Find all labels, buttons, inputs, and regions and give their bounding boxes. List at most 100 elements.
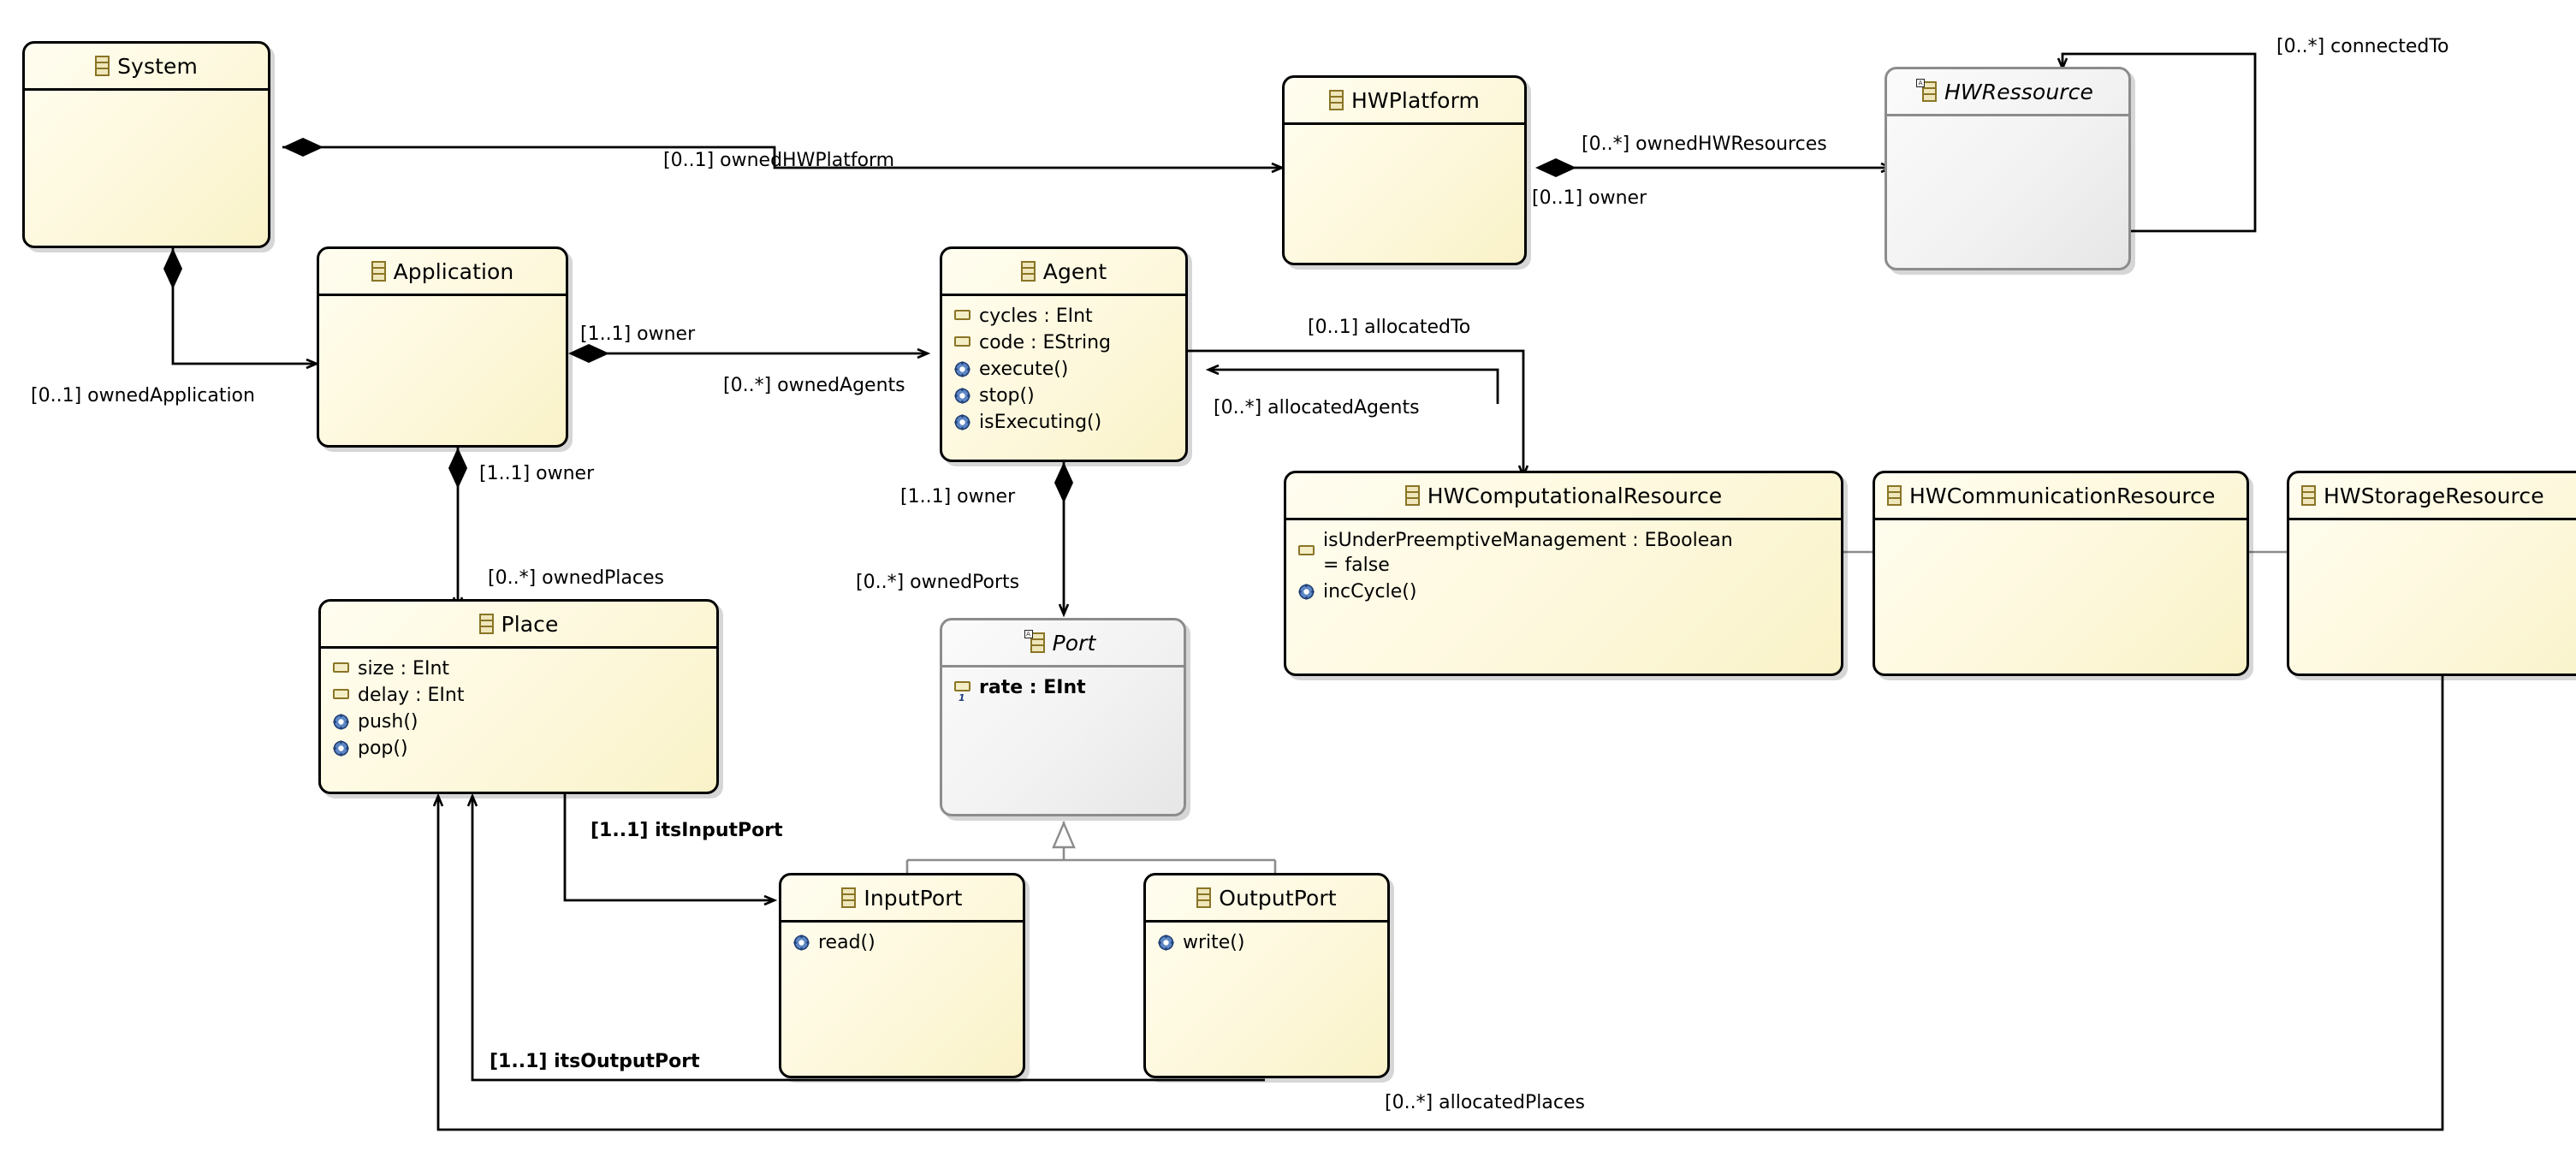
edge-label-owned-ports: [0..*] ownedPorts	[856, 572, 1020, 593]
class-box-place[interactable]: Place size : EInt delay : EInt push()	[318, 599, 719, 794]
edge-label-app-owner: [1..1] owner	[580, 323, 696, 345]
attribute-icon	[1298, 545, 1315, 555]
operation-icon	[793, 935, 810, 951]
edge-label-connected-to: [0..*] connectedTo	[2276, 36, 2449, 57]
edge-label-allocated-to: [0..1] allocatedTo	[1308, 317, 1471, 338]
class-body-inputport: read()	[781, 923, 1023, 956]
attribute-icon	[333, 689, 349, 700]
attribute-declaration: isUnderPreemptiveManagement : EBoolean	[1323, 530, 1733, 551]
class-box-application[interactable]: Application	[317, 246, 568, 448]
abstract-marker-icon: A	[1024, 630, 1033, 638]
class-box-hwplatform[interactable]: HWPlatform	[1282, 75, 1527, 265]
attribute-row: cycles : EInt	[942, 303, 1185, 329]
attribute-icon	[954, 310, 970, 320]
class-header-place: Place	[321, 602, 716, 649]
class-header-agent: Agent	[942, 249, 1185, 296]
attribute-row: code : EString	[942, 329, 1185, 356]
class-body-hwplatform	[1285, 125, 1524, 132]
attribute-row: isUnderPreemptiveManagement : EBoolean =…	[1286, 527, 1841, 579]
edge-label-port-owner: [1..1] owner	[900, 486, 1016, 507]
operation-icon	[954, 414, 970, 430]
class-icon	[1196, 887, 1212, 908]
class-box-agent[interactable]: Agent cycles : EInt code : EString execu…	[940, 246, 1188, 462]
operation-row: write()	[1146, 929, 1387, 956]
attribute-row: size : EInt	[321, 656, 716, 682]
class-name: HWStorageResource	[2324, 483, 2544, 508]
class-icon: A	[1024, 630, 1045, 653]
attribute-text: isUnderPreemptiveManagement : EBoolean =…	[1323, 528, 1733, 578]
edge-label-allocated-agents: [0..*] allocatedAgents	[1214, 397, 1420, 418]
class-body-hwstorageresource	[2289, 520, 2576, 527]
class-header-inputport: InputPort	[781, 875, 1023, 923]
class-box-port[interactable]: A Port 1 rate : EInt	[940, 618, 1186, 816]
operation-icon	[1158, 935, 1174, 951]
class-header-hwcomputationalresource: HWComputationalResource	[1286, 473, 1841, 520]
edge-label-owned-hw-platform: [0..1] ownedHWPlatform	[663, 150, 895, 171]
class-name: HWPlatform	[1351, 87, 1480, 113]
class-icon: A	[1916, 79, 1938, 102]
multiplicity-subscript: 1	[959, 692, 965, 703]
edge-application-agent	[568, 344, 928, 363]
class-box-hwcomputationalresource[interactable]: HWComputationalResource isUnderPreemptiv…	[1284, 471, 1843, 676]
class-header-hwressource: A HWRessource	[1887, 69, 2128, 116]
class-body-place: size : EInt delay : EInt push() pop()	[321, 649, 716, 762]
class-name: Place	[501, 611, 559, 637]
operation-row: push()	[321, 709, 716, 735]
attribute-icon: 1	[954, 681, 970, 703]
operation-row: isExecuting()	[942, 409, 1185, 436]
class-name: InputPort	[864, 885, 963, 911]
class-body-port: 1 rate : EInt	[942, 668, 1184, 703]
class-box-system[interactable]: System	[22, 41, 270, 248]
edge-place-inputport	[563, 792, 775, 900]
attribute-row: delay : EInt	[321, 682, 716, 709]
class-icon	[2301, 485, 2316, 506]
class-name: HWRessource	[1944, 79, 2093, 104]
operation-row: incCycle()	[1286, 579, 1841, 605]
edge-agent-port	[1054, 462, 1073, 614]
class-box-inputport[interactable]: InputPort read()	[779, 873, 1025, 1078]
class-icon	[478, 614, 494, 634]
class-icon	[1887, 485, 1902, 506]
operation-row: execute()	[942, 356, 1185, 383]
class-header-hwplatform: HWPlatform	[1285, 78, 1524, 125]
class-name: Agent	[1042, 258, 1107, 284]
class-icon	[95, 56, 110, 76]
class-body-system	[25, 91, 268, 98]
class-header-application: Application	[319, 249, 566, 296]
operation-row: read()	[781, 929, 1023, 956]
operation-icon	[333, 714, 349, 730]
edge-label-place-owner: [1..1] owner	[479, 463, 595, 484]
class-box-hwstorageresource[interactable]: HWStorageResource	[2287, 471, 2576, 676]
operation-row: pop()	[321, 735, 716, 762]
edge-hwstorage-place-allocatedplaces	[438, 676, 2444, 1131]
operation-icon	[954, 361, 970, 377]
edge-label-allocated-places: [0..*] allocatedPlaces	[1385, 1092, 1585, 1113]
operation-icon	[333, 740, 349, 757]
edge-label-its-output-port: [1..1] itsOutputPort	[490, 1051, 700, 1072]
class-header-outputport: OutputPort	[1146, 875, 1387, 923]
class-body-outputport: write()	[1146, 923, 1387, 956]
attribute-icon	[954, 336, 970, 347]
class-box-hwcommunicationresource[interactable]: HWCommunicationResource	[1873, 471, 2249, 676]
class-body-application	[319, 296, 566, 303]
class-icon	[371, 261, 386, 282]
operation-row: stop()	[942, 383, 1185, 409]
class-icon	[1329, 90, 1344, 110]
class-name: System	[117, 53, 198, 79]
class-body-hwcommunicationresource	[1875, 520, 2247, 527]
operation-icon	[954, 388, 970, 404]
class-header-hwcommunicationresource: HWCommunicationResource	[1875, 473, 2247, 520]
class-body-hwressource	[1887, 116, 2128, 123]
class-body-hwcomputationalresource: isUnderPreemptiveManagement : EBoolean =…	[1286, 520, 1841, 605]
attribute-default-value: = false	[1323, 555, 1390, 577]
class-name: Port	[1052, 630, 1096, 656]
attribute-icon	[333, 662, 349, 673]
edge-label-owned-places: [0..*] ownedPlaces	[488, 567, 664, 589]
class-box-hwressource[interactable]: A HWRessource	[1885, 67, 2131, 270]
edge-label-hw-owner: [0..1] owner	[1532, 187, 1647, 209]
attribute-row: 1 rate : EInt	[942, 674, 1184, 703]
class-box-outputport[interactable]: OutputPort write()	[1143, 873, 1390, 1078]
class-header-hwstorageresource: HWStorageResource	[2289, 473, 2576, 520]
edge-label-owned-agents: [0..*] ownedAgents	[723, 375, 905, 396]
class-name: OutputPort	[1219, 885, 1337, 911]
